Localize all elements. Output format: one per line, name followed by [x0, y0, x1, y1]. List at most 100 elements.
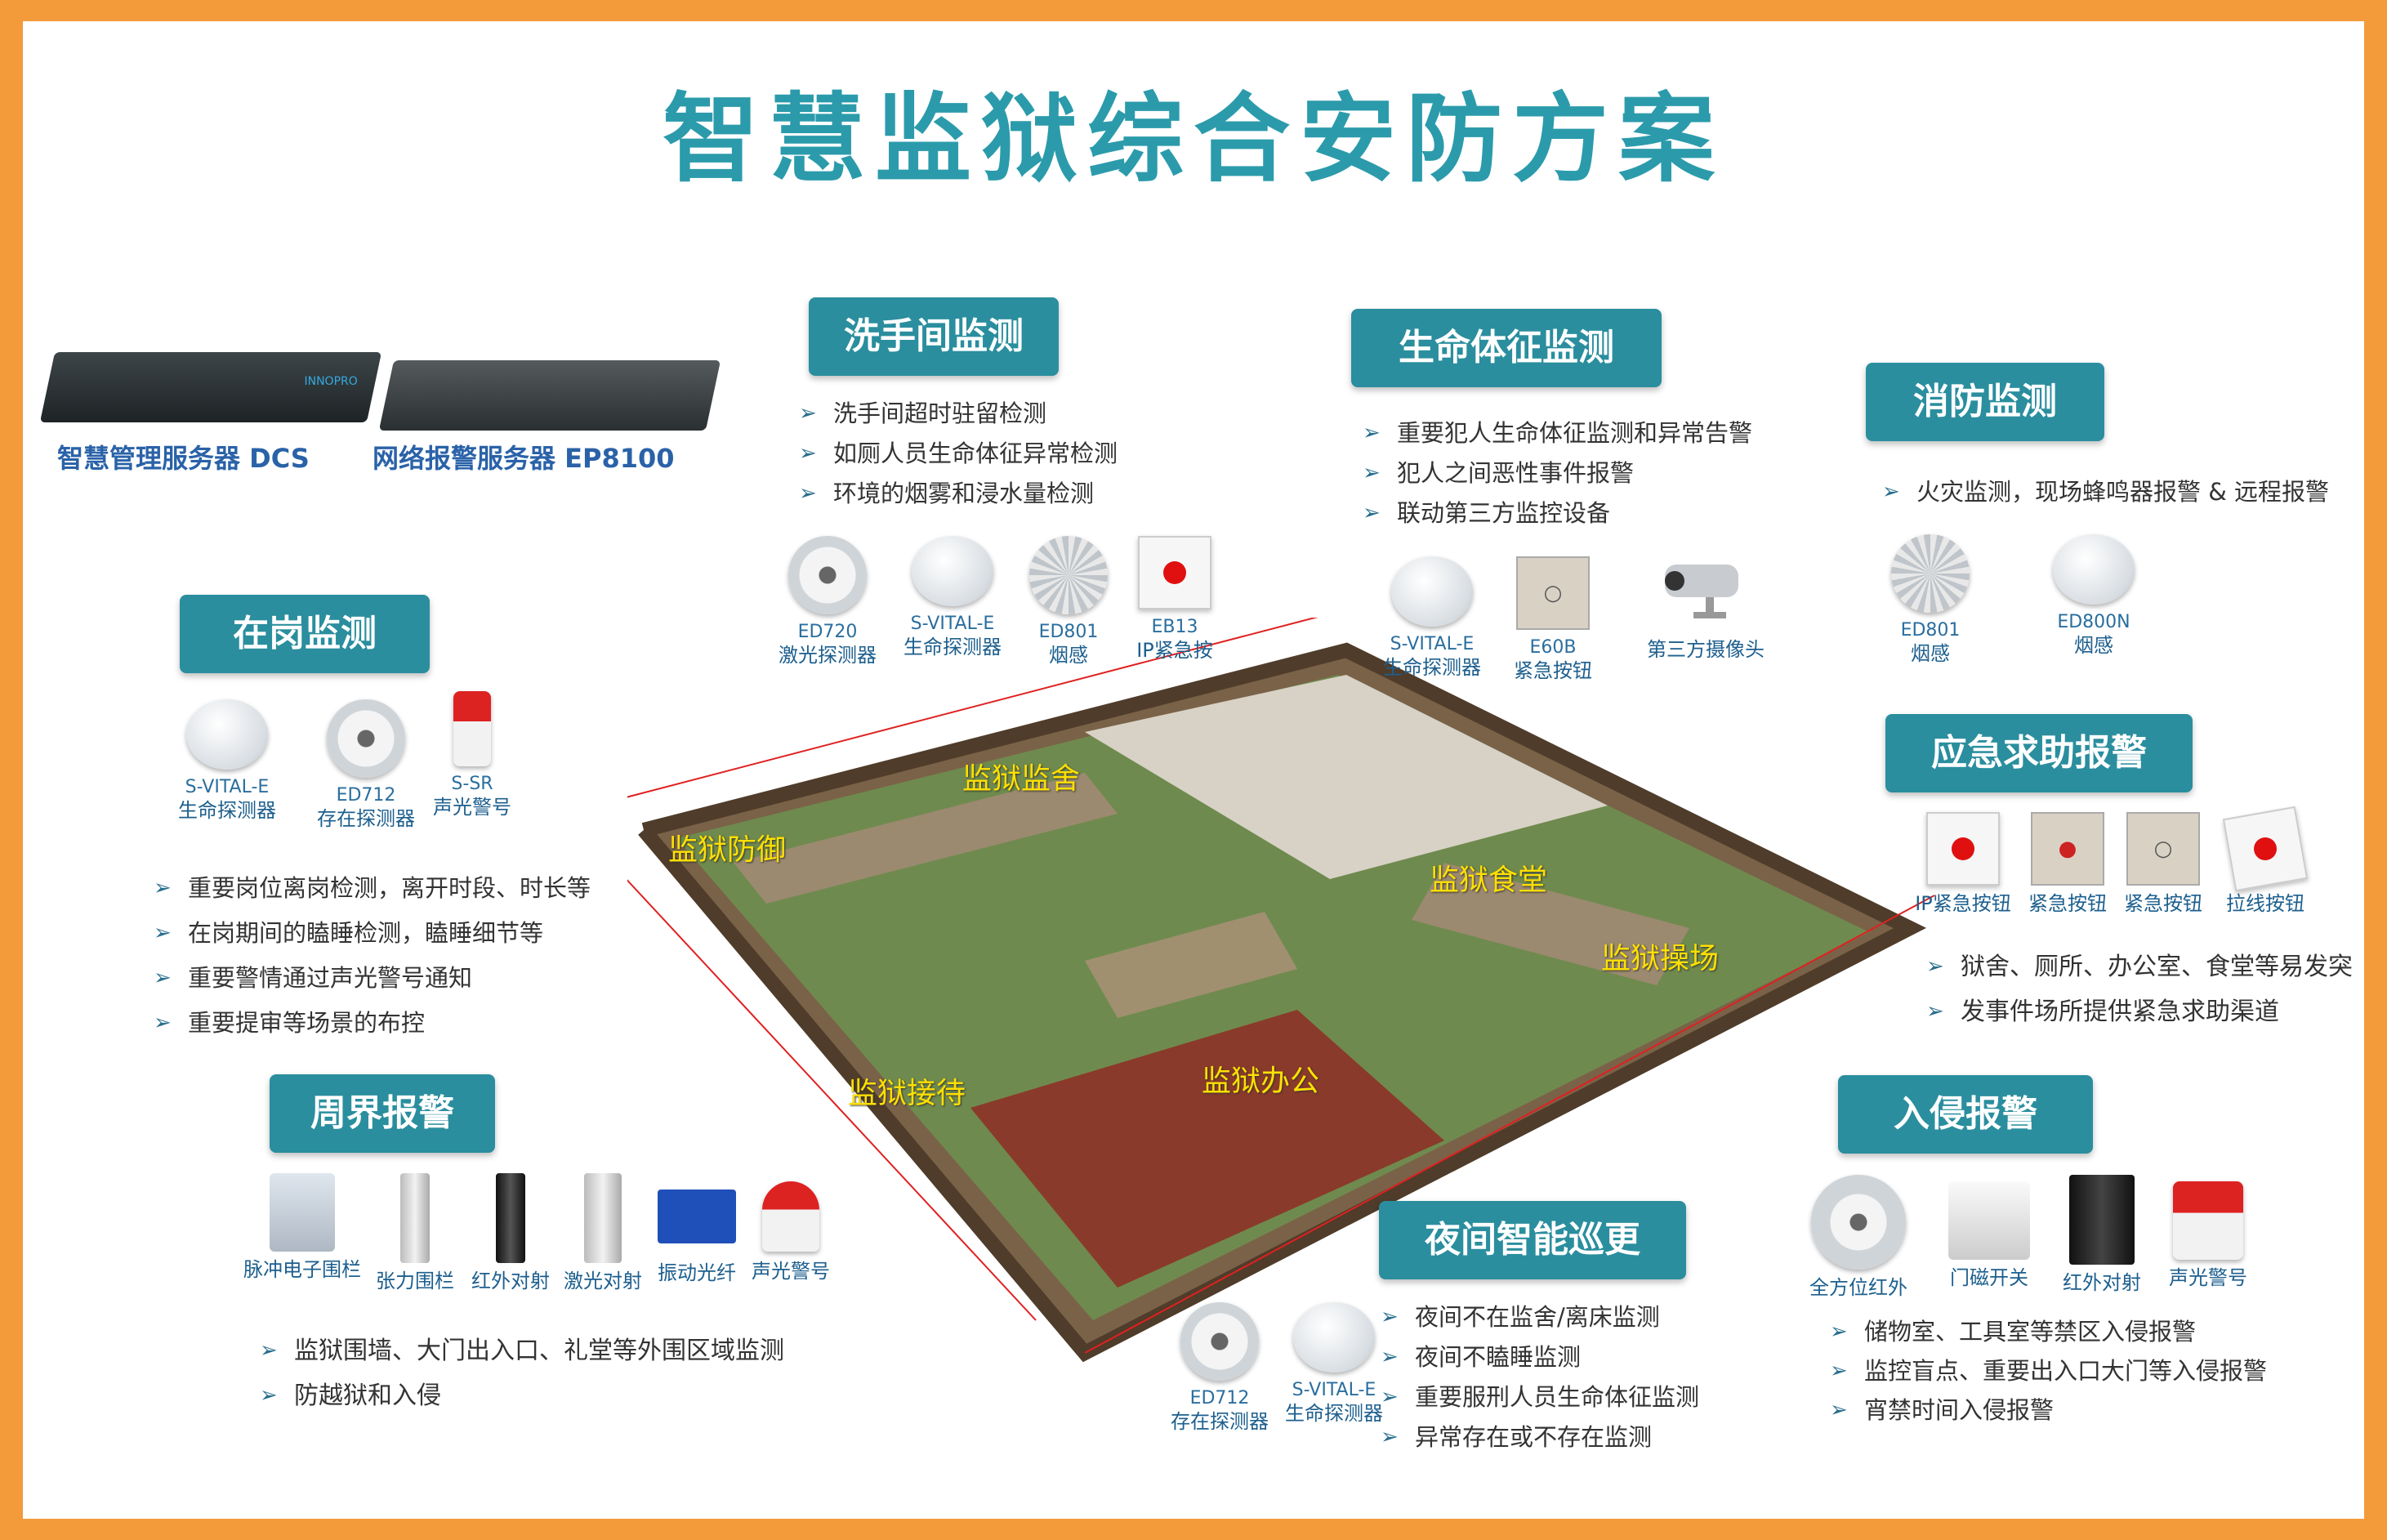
device-name: 门磁开关	[1950, 1266, 2028, 1289]
bullet-item: 联动第三方监控设备	[1363, 493, 1752, 533]
device-name: 声光警号	[752, 1260, 830, 1283]
intrusion-device-1: 全方位红外	[1789, 1175, 1928, 1299]
vibration-fiber-icon	[658, 1190, 736, 1243]
infrared-beam-icon	[496, 1173, 525, 1263]
device-name: 生命探测器	[1383, 656, 1481, 679]
intrusion-heading: 入侵报警	[1838, 1075, 2093, 1154]
intrusion-device-2: 门磁开关	[1928, 1181, 2050, 1289]
bullet-item: 发事件场所提供紧急求助渠道	[1926, 989, 2353, 1034]
device-name: 烟感	[1049, 644, 1088, 667]
emergency-button-icon: ○	[2126, 812, 2200, 886]
device-name: 烟感	[2074, 634, 2113, 657]
device-name: 全方位红外	[1809, 1276, 1907, 1299]
bullet-item: 监控盲点、重要出入口大门等入侵报警	[1830, 1351, 2267, 1390]
siren-icon	[453, 691, 491, 766]
perimeter-device-4: 激光对射	[546, 1173, 660, 1292]
bullet-item: 夜间不在监舍/离床监测	[1381, 1297, 1699, 1337]
device-model: ED801	[1038, 622, 1099, 642]
emergency-device-3: ○ 紧急按钮	[2102, 812, 2224, 915]
bullet-item: 夜间不瞌睡监测	[1381, 1337, 1699, 1377]
device-name: 激光探测器	[779, 644, 877, 667]
perimeter-device-5: 振动光纤	[640, 1190, 754, 1284]
emergency-bullets: 狱舍、厕所、办公室、食堂等易发突 发事件场所提供紧急求助渠道	[1926, 944, 2353, 1034]
device-name: 张力围栏	[376, 1270, 454, 1292]
duty-bullets: 重要岗位离岗检测，离开时段、时长等 在岗期间的瞌睡检测，瞌睡细节等 重要警情通过…	[154, 866, 591, 1046]
emergency-button-icon: ●	[2031, 812, 2104, 886]
fire-bullets: 火灾监测，现场蜂鸣器报警 & 远程报警	[1882, 472, 2329, 512]
device-model: ED712	[1189, 1388, 1250, 1408]
device-model: S-VITAL-E	[1390, 634, 1475, 654]
ip-emergency-button-icon	[1926, 812, 2000, 886]
ep8100-server-label: 网络报警服务器 EP8100	[373, 443, 675, 474]
emergency-heading: 应急求助报警	[1885, 714, 2193, 792]
bullet-item: 犯人之间恶性事件报警	[1363, 453, 1752, 493]
intrusion-device-3: 红外对射	[2041, 1175, 2163, 1294]
night-device-2: S-VITAL-E 生命探测器	[1273, 1302, 1395, 1425]
emergency-button-icon: ○	[1516, 556, 1590, 630]
fire-device-1: ED801 烟感	[1869, 534, 1992, 665]
bullet-item: 宵禁时间入侵报警	[1830, 1390, 2267, 1430]
vital-device-2: ○ E60B 紧急按钮	[1492, 556, 1614, 682]
ep8100-server-image	[378, 360, 721, 431]
device-name: 生命探测器	[178, 799, 276, 822]
dcs-server-image: INNOPRO	[39, 352, 382, 422]
device-name: IP紧急按钮	[1915, 892, 2011, 915]
bullet-item: 重要警情通过声光警号通知	[154, 956, 591, 1001]
device-name: 红外对射	[471, 1270, 550, 1292]
device-model: E60B	[1529, 637, 1577, 658]
device-name: 生命探测器	[1285, 1402, 1383, 1425]
vital-heading: 生命体征监测	[1351, 309, 1662, 387]
device-name: 紧急按钮	[1514, 659, 1592, 682]
emergency-device-1: IP紧急按钮	[1902, 812, 2024, 915]
device-name: 存在探测器	[1171, 1410, 1269, 1433]
device-name: 拉线按钮	[2226, 892, 2304, 915]
restroom-heading: 洗手间监测	[809, 297, 1059, 376]
perimeter-bullets: 监狱围墙、大门出入口、礼堂等外围区域监测 防越狱和入侵	[260, 1328, 784, 1418]
device-name: 紧急按钮	[2124, 892, 2202, 915]
bullet-item: 如厕人员生命体征异常检测	[799, 434, 1118, 474]
bullet-item: 重要犯人生命体征监测和异常告警	[1363, 413, 1752, 453]
device-name: 脉冲电子围栏	[243, 1258, 361, 1281]
bullet-item: 防越狱和入侵	[260, 1373, 784, 1418]
omni-infrared-icon	[1811, 1175, 1906, 1270]
bullet-item: 重要提审等场景的布控	[154, 1001, 591, 1046]
perimeter-device-6: 声光警号	[734, 1181, 848, 1283]
device-name: IP紧急按	[1136, 639, 1213, 662]
presence-detector-icon	[1180, 1302, 1259, 1381]
vital-device-1: S-VITAL-E 生命探测器	[1371, 556, 1493, 679]
smoke-detector-icon	[2053, 534, 2135, 605]
vital-detector-icon	[1391, 556, 1473, 627]
siren-icon	[2173, 1181, 2243, 1260]
vital-device-3: 第三方摄像头	[1616, 556, 1796, 661]
device-model: ED720	[797, 622, 858, 642]
zone-label: 监狱操场	[1601, 942, 1720, 975]
infrared-beam-icon	[2069, 1175, 2135, 1265]
tension-fence-icon	[400, 1173, 430, 1263]
vital-detector-icon	[186, 699, 268, 770]
device-model: S-VITAL-E	[910, 614, 995, 634]
restroom-device-2: S-VITAL-E 生命探测器	[891, 536, 1014, 658]
device-model: EB13	[1151, 617, 1198, 637]
bullet-item: 在岗期间的瞌睡检测，瞌睡细节等	[154, 911, 591, 956]
device-model: ED712	[336, 785, 396, 806]
fire-device-2: ED800N 烟感	[2032, 534, 2155, 657]
night-bullets: 夜间不在监舍/离床监测 夜间不瞌睡监测 重要服刑人员生命体征监测 异常存在或不存…	[1381, 1297, 1699, 1457]
camera-icon	[1665, 565, 1738, 618]
dcs-server-label: 智慧管理服务器 DCS	[57, 443, 310, 474]
siren-icon	[762, 1181, 819, 1252]
page-title: 智慧监狱综合安防方案	[662, 83, 1724, 195]
vital-detector-icon	[912, 536, 993, 606]
bullet-item: 监狱围墙、大门出入口、礼堂等外围区域监测	[260, 1328, 784, 1373]
device-name: 红外对射	[2063, 1271, 2141, 1294]
perimeter-heading: 周界报警	[270, 1074, 495, 1153]
device-name: 声光警号	[433, 796, 511, 819]
duty-device-3: S-SR 声光警号	[423, 691, 521, 819]
bullet-item: 异常存在或不存在监测	[1381, 1417, 1699, 1457]
emergency-device-2: ● 紧急按钮	[2006, 812, 2129, 915]
zone-label: 监狱接待	[848, 1077, 966, 1110]
pulse-fence-icon	[270, 1173, 335, 1252]
server-brand: INNOPRO	[304, 375, 358, 388]
laser-detector-icon	[788, 536, 867, 614]
poster-frame: 智慧监狱综合安防方案 INNOPRO 智慧管理服务器 DCS 网络报警服务器 E…	[23, 21, 2364, 1519]
device-name: 第三方摄像头	[1647, 638, 1765, 661]
